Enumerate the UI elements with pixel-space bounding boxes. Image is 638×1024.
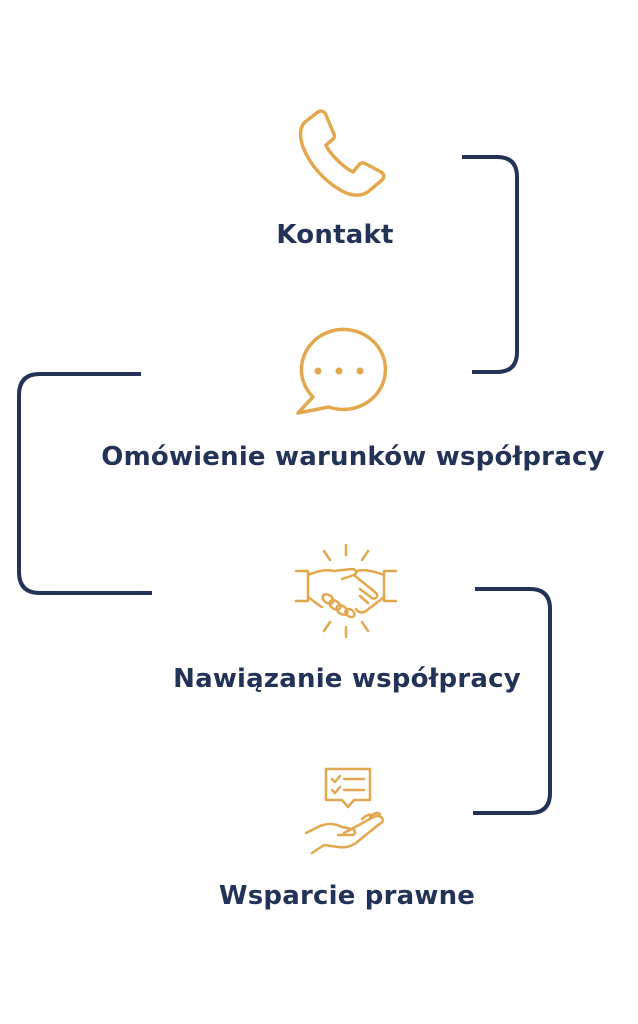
chat-bubble-icon	[291, 325, 388, 417]
step-label-nawiazanie: Nawiązanie współpracy	[173, 664, 521, 694]
step-label-wsparcie: Wsparcie prawne	[218, 881, 476, 911]
bracket-right-nawiazanie-to-wsparcie	[473, 587, 552, 815]
step-label-kontakt: Kontakt	[276, 220, 394, 250]
handshake-icon	[294, 541, 398, 641]
bracket-left-omowienie-to-nawiazanie	[17, 372, 152, 595]
step-label-omowienie: Omówienie warunków współpracy	[101, 442, 605, 472]
phone-icon	[298, 109, 390, 199]
bracket-right-kontakt-to-omowienie	[462, 155, 519, 374]
legal-support-icon	[304, 767, 390, 859]
